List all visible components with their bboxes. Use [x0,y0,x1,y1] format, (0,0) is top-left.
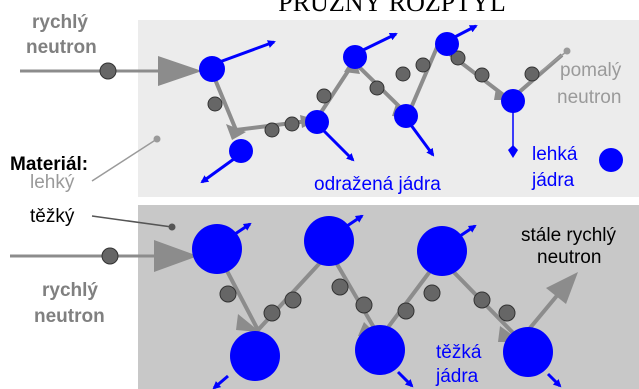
heavy-nuclei-label-1: těžká [436,342,482,363]
light-nucleus-legend [599,148,623,172]
recoil-arrow-1 [213,40,276,66]
recoil-arrow-5 [406,120,435,157]
heavy-nuclei-label-2: jádra [435,366,479,387]
neutron-light-9 [474,67,490,83]
neutron-light-4 [316,88,332,104]
heavy-nucleus-1 [192,224,242,274]
slow-neutron-label-1: pomalý [560,60,622,81]
heavy-nucleus-4 [230,331,280,381]
neutron-heavy-7 [423,284,441,302]
neutron-light-5 [369,80,385,96]
heavy-recoil-3 [459,224,477,238]
recoil-arrow-4 [356,32,398,55]
light-nuclei-label-1: lehká [532,144,578,165]
fast-neutron-bottom-label-1: rychlý [42,280,98,301]
heavy-nucleus-2 [304,216,354,266]
light-nucleus-7 [501,89,525,113]
neutron-light-10 [524,66,540,82]
neutron-heavy-1 [219,285,237,303]
light-material-label: lehký [30,172,75,193]
neutron-light-1 [207,96,223,112]
neutron-heavy-5 [355,296,373,314]
path-arrow-1 [226,124,246,140]
heavy-recoil-6 [546,372,562,388]
recoil-tip-7 [508,145,518,158]
neutron-light-7 [415,57,431,73]
heavy-recoil-2 [346,214,364,228]
neutron-top-incoming [99,62,117,80]
recoil-arrow-3 [318,125,355,162]
neutron-light-3 [284,116,300,132]
light-pointer-dot [153,135,161,143]
neutron-light-8 [450,50,466,66]
heavy-pointer-dot [168,223,176,231]
still-fast-label-2: neutron [537,247,601,268]
heavy-nucleus-6 [503,327,553,377]
incoming-arrowhead-bottom [154,240,198,272]
still-fast-label-1: stále rychlý [521,225,617,246]
slow-neutron-label-2: neutron [557,87,621,108]
diagram-title: PRUŽNÝ ROZPTYL [278,0,506,17]
light-pointer-line [91,138,158,182]
neutron-light-2 [264,122,280,138]
heavy-pointer-line [91,215,173,228]
neutron-light-6 [395,66,411,82]
fast-neutron-top-label-1: rychlý [32,12,88,33]
neutron-bottom-incoming [101,247,119,265]
neutron-heavy-2 [263,304,281,322]
neutron-heavy-6 [397,302,415,320]
slow-neutron-pointer-dot [563,47,571,55]
material-label: Materiál: [10,154,88,175]
neutron-heavy-4 [331,278,349,296]
recoil-arrow-2 [200,154,239,184]
heavy-nucleus-3 [417,226,467,276]
neutron-heavy-9 [498,304,516,322]
slow-neutron-pointer [539,51,567,73]
heavy-nucleus-5 [355,325,405,375]
recoil-arrow-6 [448,24,478,42]
light-nuclei-label-2: jádra [531,170,575,191]
light-nucleus-5 [394,104,418,128]
neutron-heavy-3 [284,291,302,309]
heavy-recoil-4 [212,374,229,389]
neutron-heavy-8 [473,291,491,309]
fast-neutron-bottom-label-2: neutron [34,306,105,327]
heavy-material-label: těžký [30,206,75,227]
heavy-recoil-5 [396,370,414,388]
recoil-nuclei-label: odražená jádra [314,174,441,195]
heavy-path-arrow-1 [236,314,260,332]
fast-neutron-top-label-2: neutron [26,37,97,58]
heavy-recoil-1 [234,222,252,236]
incoming-arrowhead-top [158,56,202,86]
heavy-path-arrow-4 [546,272,578,304]
